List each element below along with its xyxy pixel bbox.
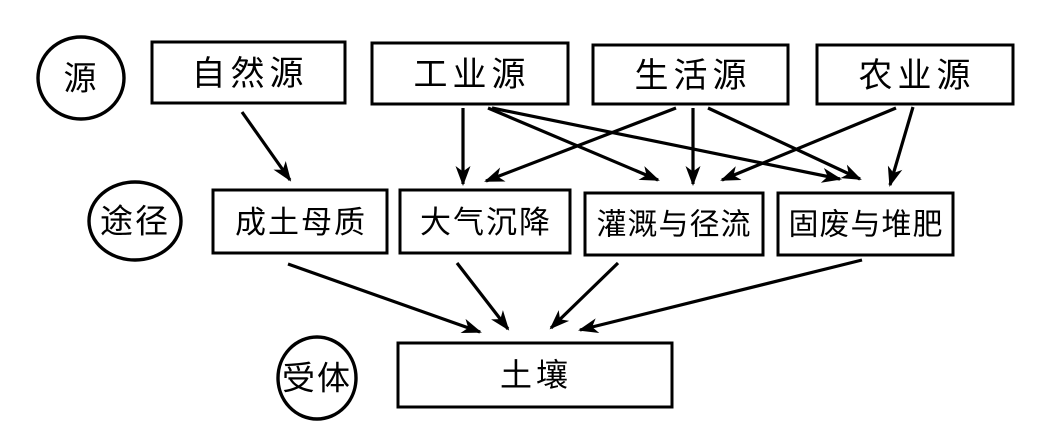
arrow-industrial-to-solid-waste xyxy=(491,106,842,183)
receptor-circle-shape xyxy=(276,335,358,421)
arrow-agricultural-to-irrigation xyxy=(720,106,897,182)
irrigation-and-runoff-label: 灌溉与径流 xyxy=(597,209,752,242)
node-irrigation-and-runoff: 灌溉与径流 xyxy=(583,191,765,257)
arrow-agricultural-to-solid-waste xyxy=(887,106,915,187)
edges-sources-to-pathways xyxy=(240,106,915,187)
pathway-circle-shape xyxy=(87,180,183,262)
edges-pathways-to-receptor xyxy=(287,258,863,334)
solid-waste-and-compost-box xyxy=(776,191,955,257)
node-natural-source: 自然源 xyxy=(150,40,347,105)
receptor-circle-label: 受体 xyxy=(282,361,352,398)
node-pathway-circle: 途径 xyxy=(87,180,183,262)
node-industrial-source: 工业源 xyxy=(370,41,570,106)
node-domestic-source: 生活源 xyxy=(591,43,790,106)
node-solid-waste-and-compost: 固废与堆肥 xyxy=(776,191,955,257)
soil-parent-material-label: 成土母质 xyxy=(235,205,367,240)
node-agricultural-source: 农业源 xyxy=(815,43,1015,106)
arrow-solid-waste-to-soil xyxy=(578,258,863,333)
source-circle-label: 源 xyxy=(64,62,99,98)
arrow-parent-material-to-soil xyxy=(287,262,482,334)
industrial-source-label: 工业源 xyxy=(414,57,531,94)
agricultural-source-box xyxy=(815,43,1015,106)
solid-waste-and-compost-label: 固废与堆肥 xyxy=(789,209,944,242)
soil-parent-material-box xyxy=(211,188,389,255)
node-atmospheric-deposition: 大气沉降 xyxy=(398,188,572,255)
agricultural-source-label: 农业源 xyxy=(859,57,976,95)
domestic-source-label: 生活源 xyxy=(635,57,752,95)
atmospheric-deposition-box xyxy=(398,188,572,255)
node-soil: 土壤 xyxy=(396,341,674,409)
soil-box xyxy=(396,341,674,409)
soil-label: 土壤 xyxy=(500,357,572,393)
irrigation-and-runoff-box xyxy=(583,191,765,257)
arrow-atmospheric-to-soil xyxy=(455,262,510,331)
arrow-natural-to-parent-material xyxy=(240,111,292,182)
source-circle-shape xyxy=(36,35,126,121)
arrow-domestic-to-solid-waste xyxy=(707,106,862,181)
arrow-domestic-to-atmospheric xyxy=(484,106,677,183)
node-receptor-circle: 受体 xyxy=(276,335,358,421)
atmospheric-deposition-label: 大气沉降 xyxy=(420,205,552,240)
arrow-irrigation-to-soil xyxy=(549,261,620,330)
domestic-source-box xyxy=(591,43,790,106)
natural-source-label: 自然源 xyxy=(192,55,309,93)
node-source-circle: 源 xyxy=(36,35,126,121)
pathway-circle-label: 途径 xyxy=(100,204,170,241)
arrow-industrial-to-irrigation xyxy=(487,106,660,182)
industrial-source-box xyxy=(370,41,570,106)
natural-source-box xyxy=(150,40,347,105)
node-soil-parent-material: 成土母质 xyxy=(211,188,389,255)
